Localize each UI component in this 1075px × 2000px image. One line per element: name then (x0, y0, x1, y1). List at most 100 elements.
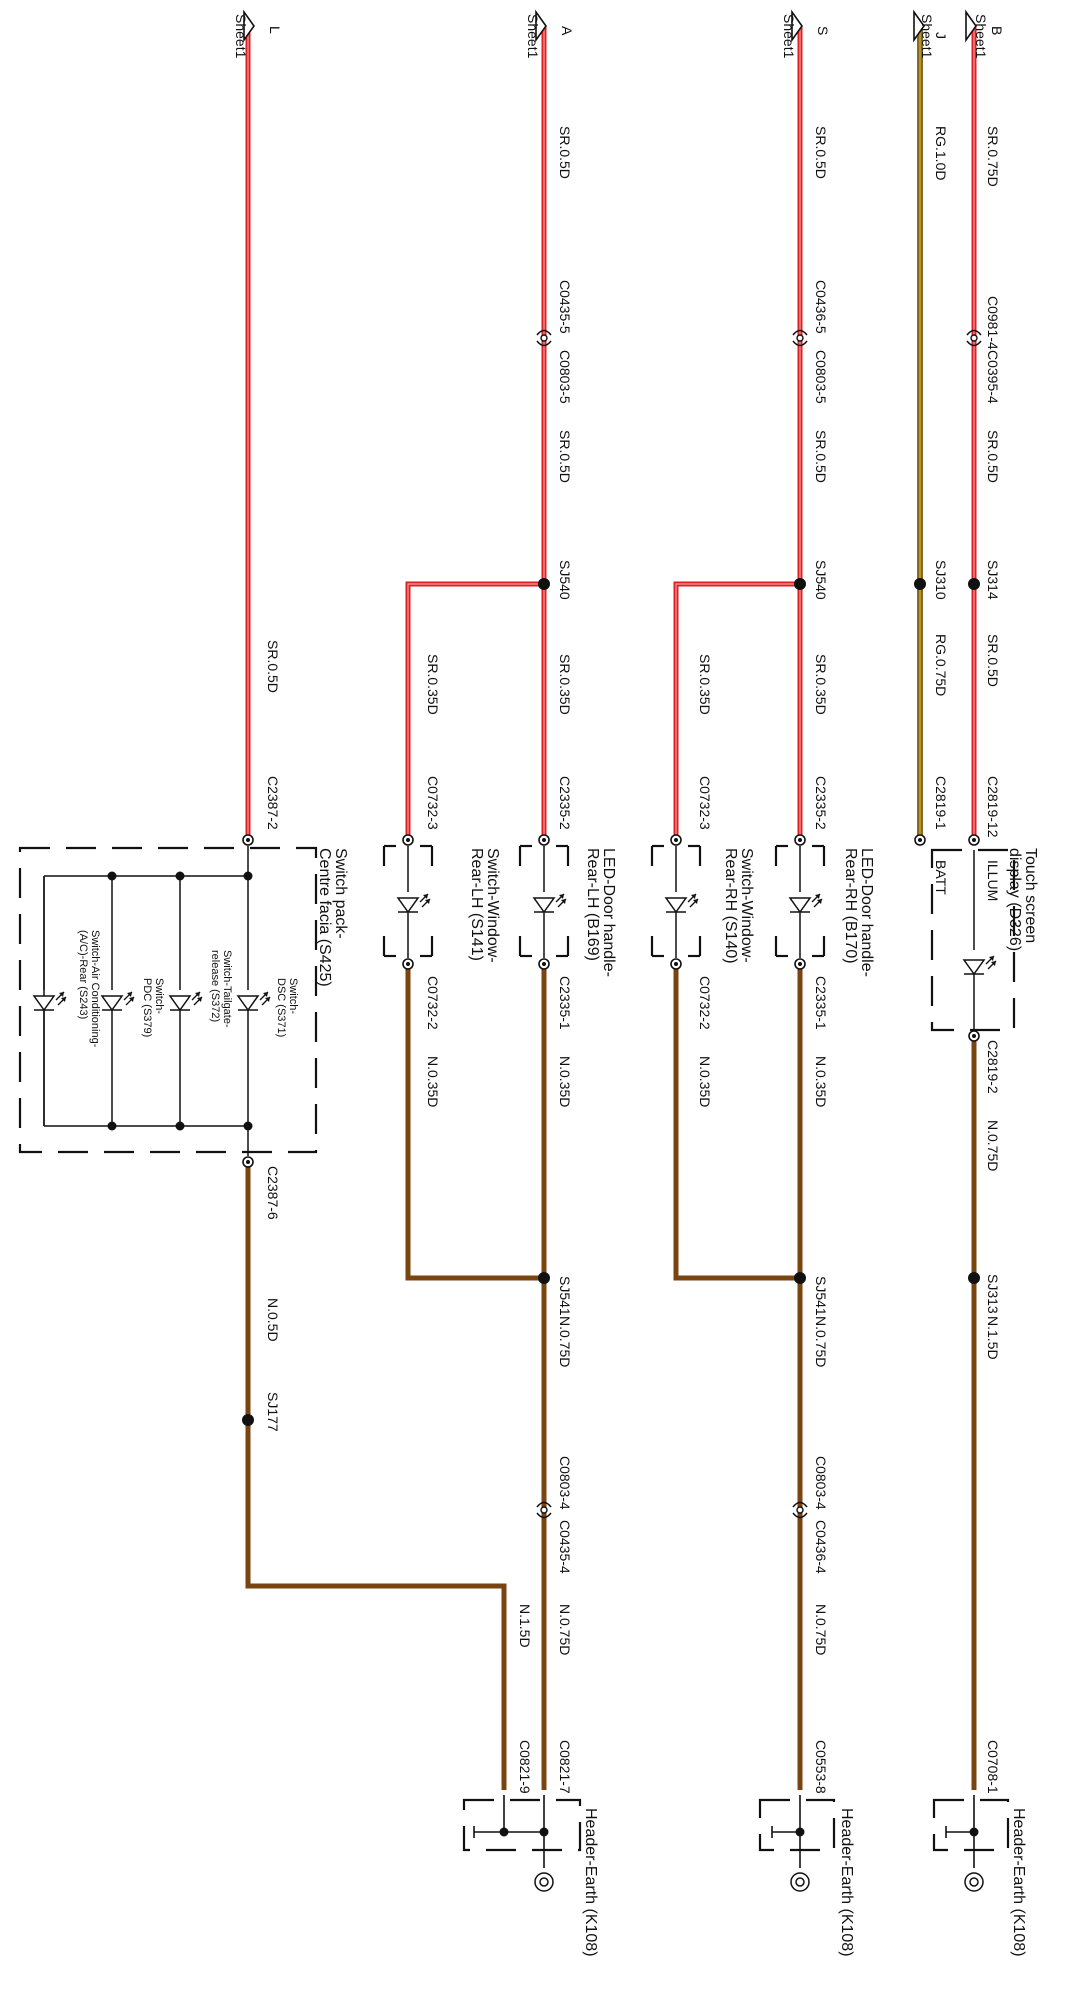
connector-label: C0803-4 (557, 1456, 573, 1510)
led-door-handle-rear-rh[interactable]: LED-Door handle- Rear-RH (B170) (842, 848, 875, 977)
junction-dot-icon (175, 1121, 185, 1131)
touch-screen-outline (930, 848, 1016, 1032)
connector-label: C0821-9 (517, 1740, 533, 1794)
connector-label: C2387-6 (265, 1166, 281, 1220)
splice-dot-icon (794, 1272, 806, 1284)
wire-label: SR.0.35D (557, 654, 573, 715)
component-title: Header-Earth (K108) (582, 1808, 599, 1957)
circuit-l-labels: SR.0.5D C2387-2 C2387-6 N.0.5D SJ177 (265, 640, 281, 1432)
wire-label: N.0.5D (265, 1298, 281, 1342)
connector-label: C0732-3 (697, 776, 713, 830)
connector-label: C0708-1 (985, 1740, 1001, 1794)
wires-layer (245, 26, 977, 1790)
sheet-name: Sheet1 (233, 14, 249, 59)
symbols-layer (18, 329, 1016, 1892)
connector-label: C2819-12 (985, 776, 1001, 838)
junction-dot-icon (107, 1121, 117, 1131)
connector-pin-icon (968, 834, 980, 846)
connector-label: C0803-5 (813, 350, 829, 404)
led-door-handle-rear-lh[interactable]: LED-Door handle- Rear-LH (B169) (584, 848, 617, 977)
sheet-ref-j[interactable]: J Sheet1 (913, 11, 949, 59)
wire-label: RG.0.75D (933, 634, 949, 696)
wire-label: SR.0.5D (265, 640, 281, 693)
connector-pin-icon (538, 958, 550, 970)
component-title: LED-Door handle- (600, 848, 617, 977)
earth-header-outline (462, 1798, 582, 1852)
red-wire-core (675, 583, 800, 836)
component-title: Touch screen (1022, 848, 1039, 943)
sub-switch-label: (A/C)-Rear (S243) (77, 930, 89, 1019)
splice-label: SJ313 (985, 1274, 1001, 1314)
sub-switch-label: PDC (S379) (141, 978, 153, 1037)
red-wire-core (407, 583, 544, 836)
sub-switch-label: Switch-Tailgate- (221, 950, 233, 1028)
connector-label: C0821-7 (557, 1740, 573, 1794)
sheet-ref-b[interactable]: B Sheet1 (965, 11, 1005, 59)
brown-wire (245, 1160, 507, 1790)
wire-label: SR.0.5D (557, 126, 573, 179)
led-icon (33, 991, 67, 1011)
connector-label: C0732-2 (425, 976, 441, 1030)
splice-dot-icon (538, 1272, 550, 1284)
splice-label: SJ541 (557, 1276, 573, 1316)
connector-pin-icon (670, 958, 682, 970)
splice-label: SJ177 (265, 1392, 281, 1432)
wire-label: SR.0.5D (813, 430, 829, 483)
splice-dot-icon (538, 578, 550, 590)
sub-switch-label: Switch- (153, 978, 165, 1014)
circuit-s-labels: SR.0.5D C0436-5 C0803-5 SR.0.5D SJ540 SR… (697, 126, 829, 1794)
earth-terminal-icon (964, 1872, 984, 1892)
led-icon (397, 893, 431, 913)
splice-label: SJ540 (813, 560, 829, 600)
sheet-letter: B (989, 26, 1005, 35)
sub-switch-label: DSC (S371) (275, 978, 287, 1037)
connector-label: C2819-2 (985, 1040, 1001, 1094)
connector-label: C0435-5 (557, 280, 573, 334)
circuit-b-labels: SR.0.75D C0981-4 C0395-4 SR.0.5D SJ314 S… (985, 126, 1001, 1794)
connector-label: C2819-1 (933, 776, 949, 830)
switch-pack-centre-facia[interactable]: Switch pack- Centre facia (S425) Switch-… (77, 848, 349, 1048)
pin-label: BATT (933, 860, 949, 895)
header-earth-2[interactable]: Header-Earth (K108) (838, 1808, 855, 1957)
brown-wire (673, 964, 800, 1281)
junction-dot-icon (107, 871, 117, 881)
led-icon (533, 893, 567, 913)
switch-window-rear-rh[interactable]: Switch-Window- Rear-RH (S140) (722, 848, 755, 964)
sheet-letter: S (815, 26, 831, 35)
component-title: Rear-LH (S141) (468, 848, 485, 961)
wire-label: N.0.75D (813, 1316, 829, 1367)
sheet-ref-s[interactable]: S Sheet1 (781, 11, 831, 59)
switch-window-rear-lh[interactable]: Switch-Window- Rear-LH (S141) (468, 848, 501, 963)
header-earth-1[interactable]: Header-Earth (K108) (1010, 1808, 1027, 1957)
connector-label: C0803-5 (557, 350, 573, 404)
splice-label: SJ540 (557, 560, 573, 600)
component-title: LED-Door handle- (858, 848, 875, 977)
sheet-ref-l[interactable]: L Sheet1 (233, 11, 283, 59)
header-earth-3[interactable]: Header-Earth (K108) (582, 1808, 599, 1957)
wire-label: RG.1.0D (933, 126, 949, 180)
connector-pin-icon (794, 834, 806, 846)
connector-pin-icon (794, 958, 806, 970)
splice-label: SJ314 (985, 560, 1001, 600)
sheet-name: Sheet1 (525, 14, 541, 59)
wire-label: N.0.75D (985, 1120, 1001, 1171)
splice-dot-icon (968, 1272, 980, 1284)
wire-label: SR.0.5D (813, 126, 829, 179)
connector-pin-icon (402, 958, 414, 970)
sheet-ref-a[interactable]: A Sheet1 (525, 11, 575, 59)
red-wire (673, 581, 800, 836)
connector-label: C0436-5 (813, 280, 829, 334)
sub-switch-label: release (S372) (209, 950, 221, 1022)
component-title: Rear-RH (B170) (842, 848, 859, 964)
wire-label: N.0.75D (557, 1316, 573, 1367)
sub-switch-label: Switch- (287, 978, 299, 1014)
component-title: Rear-RH (S140) (722, 848, 739, 964)
led-icon (665, 893, 699, 913)
earth-terminal-icon (790, 1872, 810, 1892)
sheet-name: Sheet1 (781, 14, 797, 59)
connector-label: C2335-2 (557, 776, 573, 830)
wire-label: SR.0.5D (557, 430, 573, 483)
led-icon (789, 893, 823, 913)
wire-label: N.0.35D (557, 1056, 573, 1107)
touch-screen-display[interactable]: Touch screen display (D326) ILLUM BATT (933, 848, 1039, 951)
